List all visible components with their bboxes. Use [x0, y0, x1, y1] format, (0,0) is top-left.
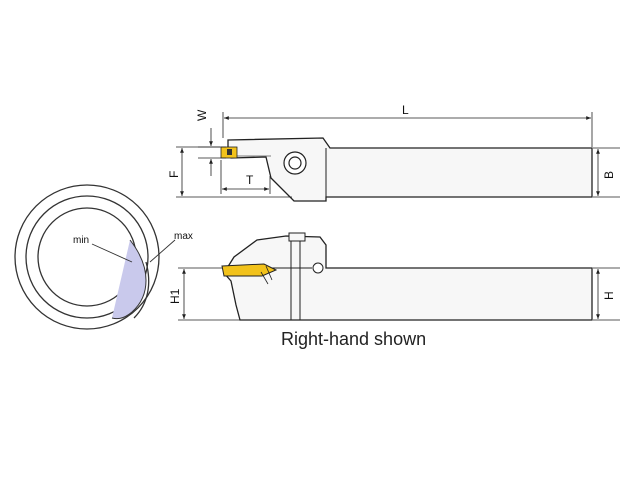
dim-F	[176, 146, 292, 198]
relief-hole	[312, 262, 324, 274]
max-label: max	[174, 231, 193, 242]
ring-outer	[14, 184, 160, 330]
dim-B	[593, 147, 620, 198]
insert-pocket-lines	[260, 265, 273, 285]
dim-B-label: B	[602, 171, 616, 179]
dim-H1	[178, 267, 240, 321]
dim-L	[222, 112, 593, 147]
groove-range-band	[111, 239, 147, 320]
insert-top-mark	[227, 149, 232, 155]
clamp-top	[288, 232, 306, 242]
dim-T	[220, 160, 271, 194]
dim-L-label: L	[402, 103, 409, 117]
tool-body-side	[223, 235, 593, 321]
ring-middle	[25, 195, 149, 319]
min-label: min	[73, 235, 89, 246]
min-leader	[91, 243, 133, 263]
dim-W-label: W	[195, 109, 209, 121]
dim-T-label: T	[246, 173, 254, 187]
dim-H	[593, 267, 620, 321]
tool-top-view	[220, 137, 593, 202]
clamp-screw-inner	[288, 156, 302, 170]
caption: Right-hand shown	[281, 329, 426, 349]
tool-side-view	[221, 232, 593, 321]
dim-H-label: H	[602, 291, 616, 300]
groove-max-arc	[133, 261, 150, 319]
max-leader	[149, 239, 176, 263]
dim-F-label: F	[167, 171, 181, 178]
groove-ring-view	[14, 184, 176, 330]
dim-H1-label: H1	[168, 288, 182, 304]
tool-body-top	[227, 137, 593, 202]
